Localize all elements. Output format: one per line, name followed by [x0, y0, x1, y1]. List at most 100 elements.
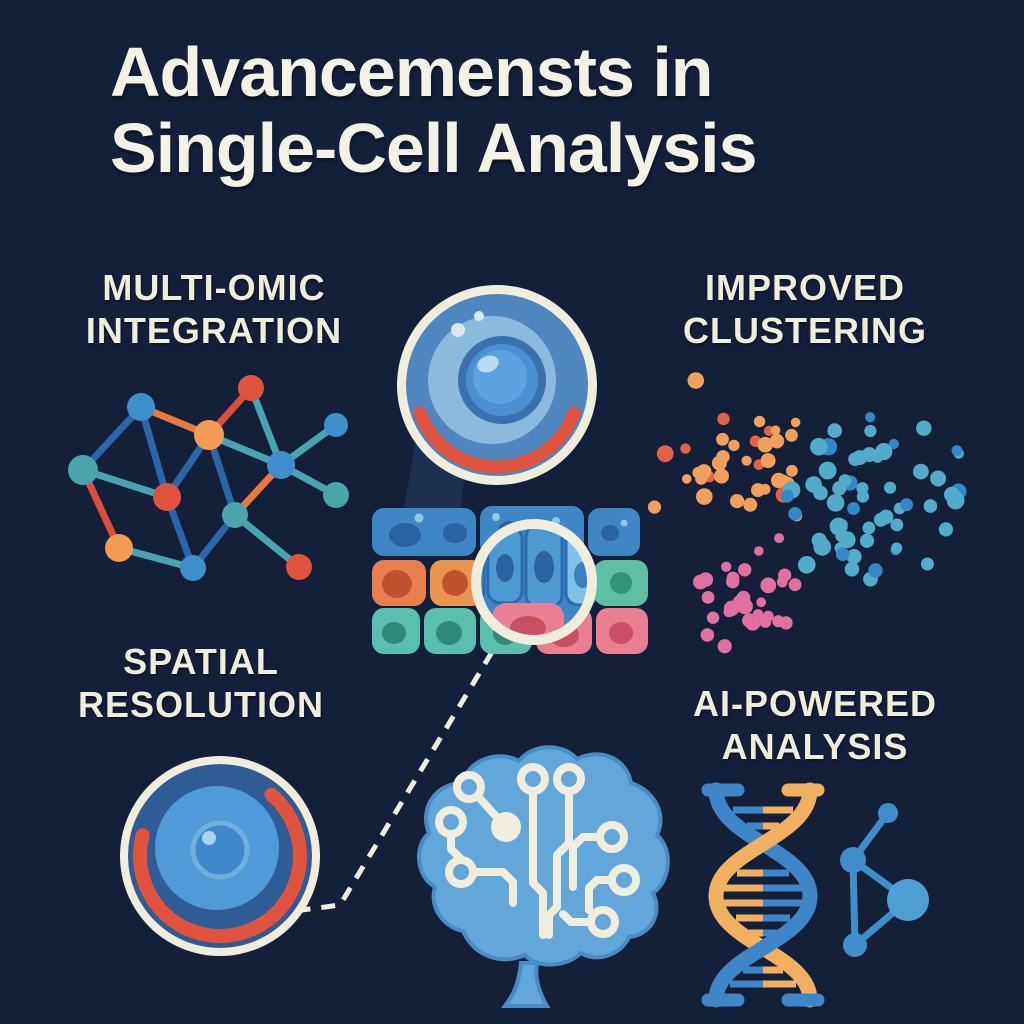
cluster-dot [743, 497, 758, 512]
cluster-dot [946, 491, 965, 510]
spatial-label-line1: SPATIAL [123, 641, 279, 682]
clustering-label-line1: IMPROVED [704, 267, 906, 308]
cluster-dot [778, 568, 792, 582]
cluster-dot [680, 443, 691, 454]
network-node-red [286, 554, 312, 580]
multi-omic-label-line2: INTEGRATION [85, 310, 343, 351]
cluster-dot [829, 517, 848, 536]
cluster-dot [951, 445, 963, 456]
cluster-dot [706, 611, 720, 624]
magnifier-ring [471, 519, 597, 645]
cluster-dot [788, 507, 802, 521]
pink-cluster [693, 533, 802, 654]
cluster-dot [756, 597, 767, 608]
cluster-dot [916, 420, 932, 436]
network-node-teal [222, 502, 248, 528]
cluster-dot [762, 610, 774, 622]
cluster-dot [827, 423, 842, 438]
red-arc [132, 787, 307, 943]
title-line-2: Single-Cell Analysis [110, 109, 758, 187]
cluster-dot [760, 577, 777, 594]
cluster-dot [786, 464, 798, 477]
network-node-teal [323, 482, 349, 508]
dna-rungs [722, 806, 804, 988]
cluster-dot [700, 628, 715, 642]
brain-circuit-icon [416, 745, 670, 1008]
cluster-dot [717, 639, 732, 654]
cluster-dot [891, 542, 903, 554]
cluster-dot [753, 415, 766, 428]
brain-circuit-filled-node [491, 812, 521, 842]
brain-circuit-nodes [435, 763, 640, 938]
cluster-dot [726, 574, 740, 589]
cluster-dot [781, 489, 794, 503]
cluster-dot [723, 600, 740, 617]
network-node-blue [324, 413, 348, 437]
molecule-bonds [849, 810, 911, 948]
cluster-dot [913, 463, 929, 480]
cluster-dot [779, 616, 793, 630]
section-label-improved-clustering: IMPROVED CLUSTERING [640, 266, 970, 352]
cluster-dot [920, 557, 934, 571]
cluster-dot [862, 521, 876, 535]
cluster-dot [832, 481, 847, 496]
cluster-dot [900, 498, 913, 512]
cluster-dot [859, 533, 875, 548]
cluster-dot [701, 591, 715, 604]
cluster-dot [888, 438, 899, 450]
cluster-dot [721, 561, 732, 572]
cluster-dot [826, 494, 845, 512]
cluster-dot [774, 533, 785, 544]
cluster-dot [930, 470, 947, 487]
cluster-dot [868, 563, 883, 578]
cluster-dot [798, 556, 816, 574]
cluster-dot [716, 450, 730, 464]
cluster-dot [738, 563, 752, 577]
cluster-scatter-illustration [647, 372, 967, 654]
network-node-blue [127, 393, 155, 421]
cluster-dot [759, 483, 771, 495]
cluster-dot [695, 472, 708, 485]
dna-gold-strand [708, 782, 818, 1008]
cluster-dot [656, 445, 674, 463]
cluster-dot [848, 452, 862, 466]
cluster-dot [741, 455, 752, 466]
network-node-teal [68, 455, 98, 485]
tissue-section-icon [372, 506, 648, 654]
cluster-dot [865, 412, 876, 423]
cluster-dot [770, 425, 781, 436]
cluster-dot [923, 499, 938, 513]
molecule-atoms [840, 803, 929, 957]
spatial-label-line2: RESOLUTION [77, 684, 324, 725]
cluster-dot [717, 473, 728, 484]
ai-label-line2: ANALYSIS [721, 726, 909, 767]
callout-cone [402, 440, 464, 520]
red-arc [413, 406, 581, 474]
cluster-dot [805, 476, 822, 493]
magnified-cell-icon [397, 285, 597, 520]
section-label-multi-omic-integration: MULTI-OMIC INTEGRATION [44, 266, 384, 352]
network-node-orange [194, 420, 224, 450]
orange-cluster [647, 372, 803, 522]
cluster-dot [938, 522, 953, 537]
cluster-dot [717, 412, 730, 426]
section-label-ai-powered-analysis: AI-POWERED ANALYSIS [650, 682, 980, 768]
cluster-dot [844, 561, 860, 577]
cluster-dot [730, 494, 745, 509]
network-node-red [153, 483, 181, 511]
network-node-orange [105, 534, 133, 562]
cluster-dot [884, 481, 897, 494]
cluster-dot [788, 578, 802, 592]
dna-helix-icon [701, 782, 825, 1008]
page-title: Advancemensts in Single-Cell Analysis [110, 33, 758, 187]
title-line-1: Advancemensts in [110, 33, 714, 111]
spatial-nucleus [190, 820, 250, 880]
cluster-dot [785, 428, 798, 442]
cluster-dot [890, 518, 904, 532]
cluster-dot [754, 546, 764, 556]
molecule-network-icon [840, 803, 929, 957]
multi-omic-network-icon [68, 375, 349, 581]
cluster-dot [835, 547, 850, 561]
cluster-dot [728, 439, 740, 452]
cluster-dot [693, 574, 708, 590]
